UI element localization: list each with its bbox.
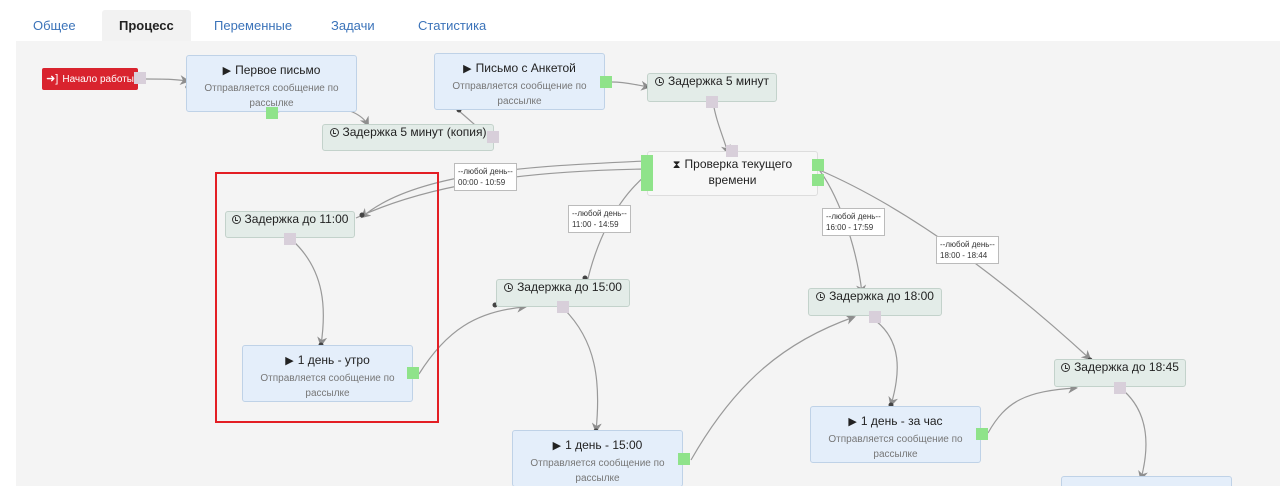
clock-icon [329,128,339,137]
sign-in-icon: ➜] [46,73,59,85]
link-survey-delay5 [611,80,651,91]
port-day-morning-out[interactable] [407,367,419,379]
port-day-hour-out[interactable] [976,428,988,440]
link-delay15-day15 [563,308,602,433]
port-delay-15-out[interactable] [557,301,569,313]
link-check-delay1845 [816,168,1092,361]
node-delay-5min-copy[interactable]: Задержка 5 минут (копия) [322,124,494,151]
node-day-morning[interactable]: ▶1 день - утро Отправляется сообщение по… [242,345,413,402]
clock-icon [231,215,241,224]
play-icon: ▶ [222,65,232,77]
clock-icon [1061,363,1071,372]
link-start-first [145,75,190,86]
link-delay18-dayhour [875,320,899,407]
condition-label-1: --любой день--00:00 - 10:59 [454,163,517,191]
clock-icon [655,77,665,86]
port-delay-5min-copy-out[interactable] [487,131,499,143]
condition-label-2: --любой день--11:00 - 14:59 [568,205,631,233]
node-delay-1845[interactable]: Задержка до 18:45 [1054,359,1186,387]
node-day-hour[interactable]: ▶1 день - за час Отправляется сообщение … [810,406,981,463]
link-morning-delay15 [418,302,527,375]
hourglass-icon: ⧗ [672,159,681,171]
node-delay-5min[interactable]: Задержка 5 минут [647,73,777,102]
link-delay1845-next [1123,390,1148,481]
port-delay-18-out[interactable] [869,311,881,323]
start-button[interactable]: ➜]Начало работы [42,68,138,90]
condition-label-4: --любой день--18:00 - 18:44 [936,236,999,264]
port-check-time-top[interactable] [726,145,738,157]
node-day-15[interactable]: ▶1 день - 15:00 Отправляется сообщение п… [512,430,683,486]
node-first-letter[interactable]: ▶Первое письмо Отправляется сообщение по… [186,55,357,112]
node-next-cut-off[interactable] [1061,476,1232,486]
clock-icon [504,283,514,292]
port-check-time-out-1[interactable] [812,159,824,171]
tab-tasks[interactable]: Задачи [331,18,375,33]
link-delay11-morning [291,239,328,347]
condition-label-3: --любой день--16:00 - 17:59 [822,208,885,236]
port-letter-survey-out[interactable] [600,76,612,88]
link-dayhour-delay1845 [987,383,1078,434]
process-canvas[interactable]: ➜]Начало работы ▶Первое письмо Отправляе… [16,41,1280,486]
port-first-letter-out[interactable] [266,107,278,119]
port-delay-11-out[interactable] [284,233,296,245]
start-output-port[interactable] [134,72,146,84]
play-icon: ▶ [285,355,294,367]
tab-general[interactable]: Общее [33,18,76,33]
port-check-time-in[interactable] [641,155,653,191]
port-delay-5min-out[interactable] [706,96,718,108]
tab-statistics[interactable]: Статистика [418,18,487,33]
port-delay-1845-out[interactable] [1114,382,1126,394]
play-icon: ▶ [552,440,562,452]
node-check-time[interactable]: ⧗Проверка текущего времени [647,151,818,196]
tab-process[interactable]: Процесс [102,10,191,41]
port-check-time-out-2[interactable] [812,174,824,186]
play-icon: ▶ [848,416,857,428]
tab-variables[interactable]: Переменные [214,18,293,33]
play-icon: ▶ [463,63,472,75]
clock-icon [816,292,826,301]
link-day15-delay18 [690,314,856,461]
tab-bar: Общее Процесс Переменные Задачи Статисти… [0,0,1280,41]
port-day-15-out[interactable] [678,453,690,465]
node-letter-survey[interactable]: ▶Письмо с Анкетой Отправляется сообщение… [434,53,605,110]
